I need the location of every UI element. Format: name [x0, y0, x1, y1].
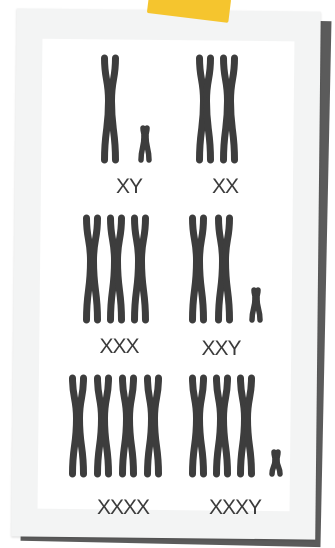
- x-chromosome-arm: [200, 218, 204, 261]
- x-chromosome-arm: [200, 378, 204, 418]
- x-chromosome-arm: [98, 418, 102, 474]
- x-chromosome-arm: [112, 58, 116, 101]
- x-chromosome-arm: [248, 378, 252, 418]
- x-chromosome-arm: [111, 261, 115, 320]
- x-chromosome: [73, 378, 84, 474]
- x-chromosome-arm: [73, 378, 77, 418]
- x-chromosome: [241, 378, 252, 474]
- x-chromosome: [135, 218, 146, 320]
- x-chromosome: [217, 378, 228, 474]
- x-chromosome-arm: [193, 378, 197, 418]
- x-chromosome: [193, 218, 204, 320]
- karyotype-label-xy: XY: [84, 175, 174, 199]
- x-chromosome-arm: [219, 218, 223, 261]
- x-chromosome: [224, 58, 235, 160]
- x-chromosome-arm: [80, 378, 84, 418]
- karyotype-label-xxx: XXX: [74, 335, 164, 359]
- x-chromosome-arm: [207, 58, 211, 101]
- x-chromosome: [200, 58, 211, 160]
- x-chromosome-arm: [105, 58, 109, 101]
- x-chromosome-arm: [142, 218, 146, 261]
- x-chromosome-arm: [219, 261, 223, 320]
- x-chromosome: [98, 378, 109, 474]
- karyotype-label-xxxx: XXXX: [78, 496, 168, 520]
- y-chromosome: [272, 452, 280, 474]
- x-chromosome: [123, 378, 134, 474]
- x-chromosome-arm: [224, 418, 228, 474]
- x-chromosome-arm: [193, 218, 197, 261]
- karyotype-label-xxxy: XXXY: [190, 496, 280, 520]
- x-chromosome-arm: [142, 261, 146, 320]
- x-chromosome-arm: [73, 418, 77, 474]
- x-chromosome-arm: [98, 378, 102, 418]
- karyotype-label-xxy: XXY: [176, 337, 266, 361]
- x-chromosome-arm: [118, 261, 122, 320]
- x-chromosome-arm: [241, 418, 245, 474]
- x-chromosome-arm: [130, 378, 134, 418]
- x-chromosome-arm: [135, 218, 139, 261]
- x-chromosome-arm: [130, 418, 134, 474]
- x-chromosome-arm: [118, 218, 122, 261]
- x-chromosome-arm: [200, 58, 204, 101]
- x-chromosome-arm: [123, 378, 127, 418]
- y-chromosome: [141, 128, 149, 160]
- x-chromosome-arm: [135, 261, 139, 320]
- x-chromosome: [148, 378, 159, 474]
- x-chromosome: [219, 218, 230, 320]
- x-chromosome-arm: [94, 261, 98, 320]
- x-chromosome: [193, 378, 204, 474]
- x-chromosome-arm: [200, 261, 204, 320]
- x-chromosome-arm: [224, 58, 228, 101]
- karyotype-label-xx: XX: [180, 175, 270, 199]
- x-chromosome-arm: [224, 101, 228, 160]
- y-chromosome: [252, 290, 260, 320]
- x-chromosome-arm: [105, 418, 109, 474]
- x-chromosome-arm: [105, 378, 109, 418]
- x-chromosome-arm: [217, 378, 221, 418]
- x-chromosome-arm: [193, 418, 197, 474]
- x-chromosome-arm: [155, 378, 159, 418]
- x-chromosome-arm: [148, 418, 152, 474]
- x-chromosome-arm: [217, 418, 221, 474]
- x-chromosome-arm: [111, 218, 115, 261]
- x-chromosome-arm: [231, 101, 235, 160]
- x-chromosome-arm: [155, 418, 159, 474]
- x-chromosome: [105, 58, 116, 160]
- x-chromosome-arm: [105, 101, 109, 160]
- x-chromosome-arm: [123, 418, 127, 474]
- x-chromosome-arm: [87, 218, 91, 261]
- x-chromosome-arm: [94, 218, 98, 261]
- x-chromosome-arm: [87, 261, 91, 320]
- x-chromosome: [111, 218, 122, 320]
- x-chromosome-arm: [226, 218, 230, 261]
- y-chromosome-arm: [146, 136, 149, 160]
- x-chromosome-arm: [80, 418, 84, 474]
- x-chromosome-arm: [112, 101, 116, 160]
- x-chromosome-arm: [248, 418, 252, 474]
- x-chromosome: [87, 218, 98, 320]
- y-chromosome-arm: [257, 298, 260, 320]
- x-chromosome-arm: [241, 378, 245, 418]
- x-chromosome-arm: [224, 378, 228, 418]
- x-chromosome-arm: [148, 378, 152, 418]
- y-chromosome-arm: [277, 460, 280, 474]
- x-chromosome-arm: [193, 261, 197, 320]
- x-chromosome-arm: [200, 101, 204, 160]
- x-chromosome-arm: [226, 261, 230, 320]
- x-chromosome-arm: [200, 418, 204, 474]
- x-chromosome-arm: [231, 58, 235, 101]
- x-chromosome-arm: [207, 101, 211, 160]
